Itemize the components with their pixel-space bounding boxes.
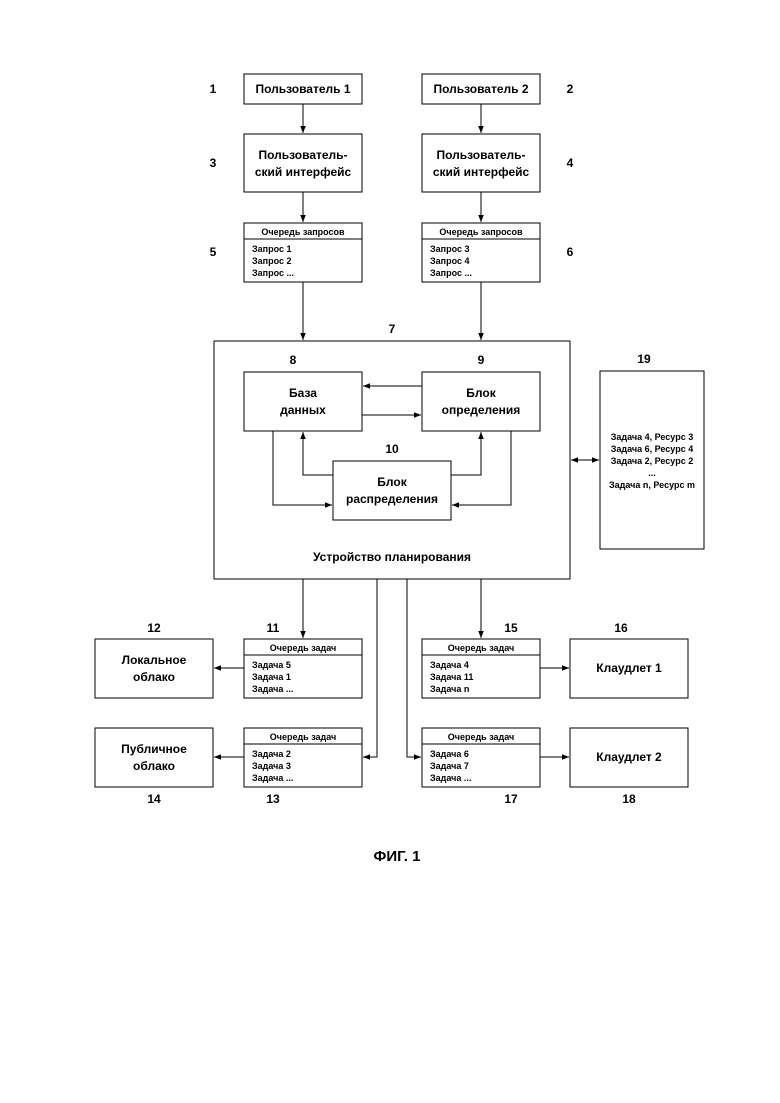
distribution-number: 10 — [385, 442, 399, 456]
task-resource-row: Задача 2, Ресурс 2 — [611, 456, 693, 466]
request-queue-1-title: Очередь запросов — [261, 227, 345, 237]
task-resource-row: Задача 6, Ресурс 4 — [611, 444, 693, 454]
task-resource-row: Задача n, Ресурс m — [609, 480, 695, 490]
task-queue-17-item: Задача 6 — [430, 749, 469, 759]
task-queue-13: Очередь задач Задача 2 Задача 3 Задача .… — [244, 728, 362, 787]
task-queue-13-number: 13 — [266, 792, 280, 806]
user-interface-2-number: 4 — [567, 156, 574, 170]
public-cloud-line1: Публичное — [121, 742, 187, 756]
request-queue-1: Очередь запросов Запрос 1 Запрос 2 Запро… — [244, 223, 362, 282]
task-queue-15-number: 15 — [504, 621, 518, 635]
figure-caption: ФИГ. 1 — [374, 848, 421, 865]
user-interface-1-number: 3 — [210, 156, 217, 170]
request-queue-2-item: Запрос 4 — [430, 256, 469, 266]
local-cloud-line2: облако — [133, 670, 175, 684]
user-interface-1-block: Пользователь- ский интерфейс — [244, 134, 362, 192]
task-queue-13-item: Задача 2 — [252, 749, 291, 759]
local-cloud-number: 12 — [147, 621, 161, 635]
request-queue-2-item: Запрос ... — [430, 268, 472, 278]
arrow-scheduler-to-task-queue-17 — [407, 579, 421, 757]
task-queue-17-number: 17 — [504, 792, 518, 806]
task-queue-11-number: 11 — [267, 621, 280, 635]
determination-block: Блок определения — [422, 372, 540, 431]
database-line1: База — [289, 386, 317, 400]
task-queue-15-title: Очередь задач — [448, 643, 515, 653]
task-queue-15-item: Задача n — [430, 684, 469, 694]
task-queue-15-item: Задача 4 — [430, 660, 469, 670]
request-queue-2-item: Запрос 3 — [430, 244, 469, 254]
cloudlet-2-number: 18 — [622, 792, 636, 806]
request-queue-1-number: 5 — [210, 245, 217, 259]
task-queue-11-item: Задача 5 — [252, 660, 291, 670]
task-queue-17-item: Задача ... — [430, 773, 471, 783]
task-queue-11: Очередь задач Задача 5 Задача 1 Задача .… — [244, 639, 362, 698]
user-1-block: Пользователь 1 — [244, 74, 362, 104]
user-1-number: 1 — [210, 82, 217, 96]
public-cloud-block: Публичное облако — [95, 728, 213, 787]
user-interface-2-block: Пользователь- ский интерфейс — [422, 134, 540, 192]
distribution-line2: распределения — [346, 492, 438, 506]
task-queue-15-item: Задача 11 — [430, 672, 473, 682]
request-queue-1-item: Запрос 1 — [252, 244, 291, 254]
request-queue-2: Очередь запросов Запрос 3 Запрос 4 Запро… — [422, 223, 540, 282]
task-resource-table: Задача 4, Ресурс 3 Задача 6, Ресурс 4 За… — [600, 371, 704, 549]
cloudlet-1-number: 16 — [614, 621, 628, 635]
user-2-block: Пользователь 2 — [422, 74, 540, 104]
database-block: База данных — [244, 372, 362, 431]
distribution-line1: Блок — [377, 475, 407, 489]
task-queue-13-item: Задача 3 — [252, 761, 291, 771]
user-interface-2-line2: ский интерфейс — [433, 165, 530, 179]
task-queue-13-item: Задача ... — [252, 773, 293, 783]
user-2-number: 2 — [567, 82, 574, 96]
request-queue-1-item: Запрос 2 — [252, 256, 291, 266]
cloudlet-1-label: Клаудлет 1 — [596, 661, 662, 675]
request-queue-2-number: 6 — [567, 245, 574, 259]
cloudlet-2-block: Клаудлет 2 — [570, 728, 688, 787]
request-queue-2-title: Очередь запросов — [439, 227, 523, 237]
task-queue-15: Очередь задач Задача 4 Задача 11 Задача … — [422, 639, 540, 698]
local-cloud-line1: Локальное — [122, 653, 187, 667]
user-1-label: Пользователь 1 — [255, 82, 350, 96]
arrow-scheduler-to-task-queue-13 — [363, 579, 377, 757]
determination-line2: определения — [442, 403, 521, 417]
public-cloud-line2: облако — [133, 759, 175, 773]
scheduler-device-number: 7 — [389, 322, 396, 336]
determination-line1: Блок — [466, 386, 496, 400]
request-queue-1-item: Запрос ... — [252, 268, 294, 278]
public-cloud-number: 14 — [147, 792, 161, 806]
task-queue-13-title: Очередь задач — [270, 732, 337, 742]
local-cloud-block: Локальное облако — [95, 639, 213, 698]
task-queue-11-item: Задача ... — [252, 684, 293, 694]
task-queue-11-title: Очередь задач — [270, 643, 337, 653]
cloudlet-1-block: Клаудлет 1 — [570, 639, 688, 698]
user-interface-1-line1: Пользователь- — [258, 148, 347, 162]
task-resource-row: ... — [648, 468, 656, 478]
task-resource-row: Задача 4, Ресурс 3 — [611, 432, 693, 442]
database-line2: данных — [280, 403, 326, 417]
task-queue-17: Очередь задач Задача 6 Задача 7 Задача .… — [422, 728, 540, 787]
task-resource-table-number: 19 — [637, 352, 651, 366]
scheduler-device-label: Устройство планирования — [313, 550, 471, 564]
database-number: 8 — [290, 353, 297, 367]
cloudlet-2-label: Клаудлет 2 — [596, 750, 662, 764]
task-queue-17-item: Задача 7 — [430, 761, 469, 771]
determination-number: 9 — [478, 353, 485, 367]
user-interface-1-line2: ский интерфейс — [255, 165, 352, 179]
user-interface-2-line1: Пользователь- — [436, 148, 525, 162]
distribution-block: Блок распределения — [333, 461, 451, 520]
user-2-label: Пользователь 2 — [433, 82, 528, 96]
task-queue-11-item: Задача 1 — [252, 672, 291, 682]
task-queue-17-title: Очередь задач — [448, 732, 515, 742]
